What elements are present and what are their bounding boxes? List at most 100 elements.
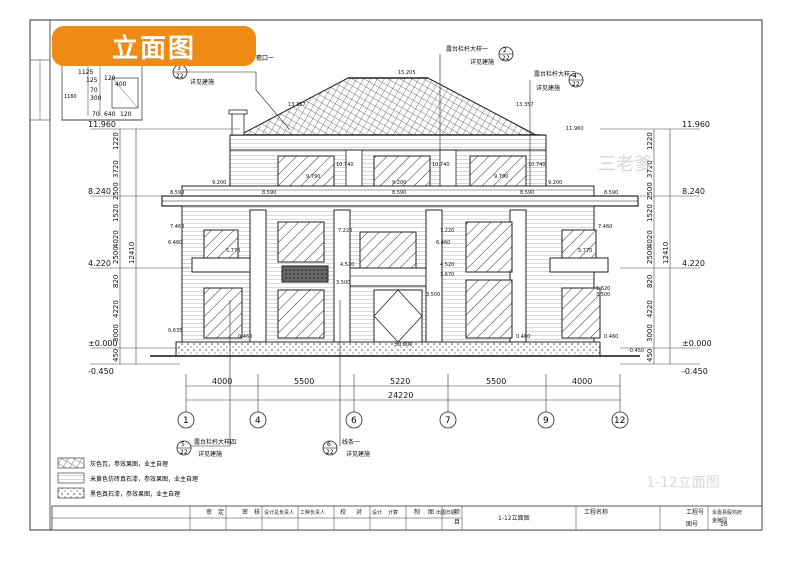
dim-left-1220: 1220 xyxy=(112,132,120,150)
decorative-panel xyxy=(281,265,329,283)
dim-left-820: 820 xyxy=(112,275,120,288)
tag-8590c: 8.590 xyxy=(392,190,406,196)
axis-12: 12 xyxy=(611,411,629,429)
tb-shenhe-1: 审 xyxy=(242,508,248,516)
tb-discipline-lead: 工种负责人 xyxy=(300,509,325,516)
tag-3500a: 3.500 xyxy=(336,280,350,286)
column-a xyxy=(249,209,267,357)
tag-4520b: 4.520 xyxy=(440,262,454,268)
level-dimension-lines xyxy=(90,128,700,365)
callout-railing-4-label: 露台栏杆大样四 xyxy=(194,438,236,446)
tb-drawing-name: 1-12立面图 xyxy=(498,514,530,522)
dim-right-2500: 2500 xyxy=(646,182,654,200)
tag-9200b: 9.200 xyxy=(392,180,406,186)
tag-8590b: 8.590 xyxy=(262,190,276,196)
tb-calc: 计算 xyxy=(388,509,398,516)
window-1f-2 xyxy=(277,289,325,339)
window-3f-left xyxy=(277,155,335,187)
tag-8590e: 8.590 xyxy=(604,190,618,196)
level-right-0000: ±0.000 xyxy=(682,339,712,348)
tag-3500c: 3.500 xyxy=(596,292,610,298)
callout-eave-num: 3 xyxy=(177,65,181,72)
dim-right-1520: 1520 xyxy=(646,204,654,222)
callout-railing-2-sheet: 22 xyxy=(572,81,580,88)
roof-elev-right: 13.357 xyxy=(516,102,534,108)
tb-design: 设计 xyxy=(372,509,382,516)
porch-canopy xyxy=(349,267,427,287)
dim-left-2500: 2500 xyxy=(112,182,120,200)
tag-5770a: 5.770 xyxy=(226,248,240,254)
balcony-left xyxy=(191,257,251,273)
axis-label-12: 12 xyxy=(614,416,625,426)
dim-left-1520: 1520 xyxy=(112,204,120,222)
tag-0460b: 0.460 xyxy=(516,334,530,340)
tb-right-1: 永嘉县殷鸡府 xyxy=(712,509,742,516)
axis-label-7: 7 xyxy=(445,416,451,426)
callout-railing-2: 4 22 露台栏杆大样二 详见建施 xyxy=(529,70,584,186)
tag-3670: 3.670 xyxy=(440,272,454,278)
window-1f-4 xyxy=(561,287,601,339)
inset-dim-70b: 70 xyxy=(92,111,100,118)
callout-line-1-num: 6 xyxy=(327,441,331,448)
drawing-watermark: 1-12立面图 xyxy=(646,475,720,491)
callout-line-1-label: 线条一 xyxy=(342,438,360,446)
stone-plinth xyxy=(175,341,601,357)
legend-text-tile: 灰色瓦，参效果图，业主自理 xyxy=(90,460,168,468)
legend-swatch-dark xyxy=(57,487,85,499)
dim-bottom-4000a: 4000 xyxy=(212,377,232,386)
inset-dim-640: 640 xyxy=(104,111,116,118)
tb-fig-label: 图号 xyxy=(686,521,698,528)
axis-6: 6 xyxy=(345,411,363,429)
tag-11960: 11.960 xyxy=(566,126,584,132)
callout-railing-4-sheet: 22 xyxy=(180,449,188,456)
dim-bottom-total: 24220 xyxy=(388,391,413,400)
eave-detail-inset: 1125 125 120 400 70 640 70 300 120 1160 xyxy=(61,63,143,121)
page-title-badge: 立面图 xyxy=(52,26,256,66)
inset-dim-1125: 1125 xyxy=(78,69,93,76)
window-3f-right xyxy=(469,155,527,187)
tag-10740b: 10.740 xyxy=(432,162,450,168)
title-block: 审 定 审 核 设计总负责人 工种负责人 校 对 设计 计算 制 图 出图日期 … xyxy=(51,505,763,531)
inset-dim-125: 125 xyxy=(86,77,98,84)
chimney xyxy=(231,111,245,136)
tb-shending-1: 审 xyxy=(206,508,212,516)
tb-draw-1: 制 xyxy=(414,508,420,516)
level-left-8240: 8.240 xyxy=(88,187,111,196)
tb-right-2: 金陵园 xyxy=(712,517,727,524)
roof-elev-top: 15.205 xyxy=(398,70,416,76)
roof xyxy=(228,77,540,136)
entrance-door xyxy=(373,289,423,343)
level-right-8240: 8.240 xyxy=(682,187,705,196)
callout-railing-1: 2 22 露台栏杆大样一 详见建施 xyxy=(439,45,514,150)
window-2f-3 xyxy=(359,231,417,271)
tag-10740c: 10.740 xyxy=(528,162,546,168)
tag-7460a: 7.460 xyxy=(170,224,184,230)
axis-label-1: 1 xyxy=(183,416,189,426)
level-right-11960: 11.960 xyxy=(682,120,710,129)
elevation-tags: 15.205 13.357 13.357 10.740 10.740 10.74… xyxy=(168,70,644,354)
tag-7460b: 7.460 xyxy=(598,224,612,230)
axis-1: 1 xyxy=(177,411,195,429)
callout-railing-1-sheet: 22 xyxy=(502,55,510,62)
legend-swatch-tile xyxy=(57,457,85,469)
tag-0460c: 0.460 xyxy=(604,334,618,340)
callout-railing-2-label: 露台栏杆大样二 xyxy=(534,70,576,78)
dim-bottom-5500b: 5500 xyxy=(486,377,506,386)
tag-4520a: 4.520 xyxy=(340,262,354,268)
level-left-0450: -0.450 xyxy=(88,367,114,376)
tb-shenhe-2: 核 xyxy=(254,508,260,516)
tb-draw-2: 图 xyxy=(428,509,434,516)
tb-mu: 目 xyxy=(454,519,460,526)
axis-label-4: 4 xyxy=(255,416,261,426)
inset-dim-1160: 1160 xyxy=(64,94,77,100)
callout-line-1: 6 22 线条一 详见建施 xyxy=(322,300,370,458)
callout-railing-4: 5 22 露台栏杆大样四 详见建施 xyxy=(176,300,236,458)
bottom-dimensions xyxy=(185,374,621,412)
axis-label-9: 9 xyxy=(543,416,549,426)
tag-0000: ±0.000 xyxy=(394,342,413,348)
callout-line-1-note: 详见建施 xyxy=(346,450,370,458)
dim-right-4220: 4220 xyxy=(646,300,654,318)
tag-9790a: 9.790 xyxy=(306,174,320,180)
